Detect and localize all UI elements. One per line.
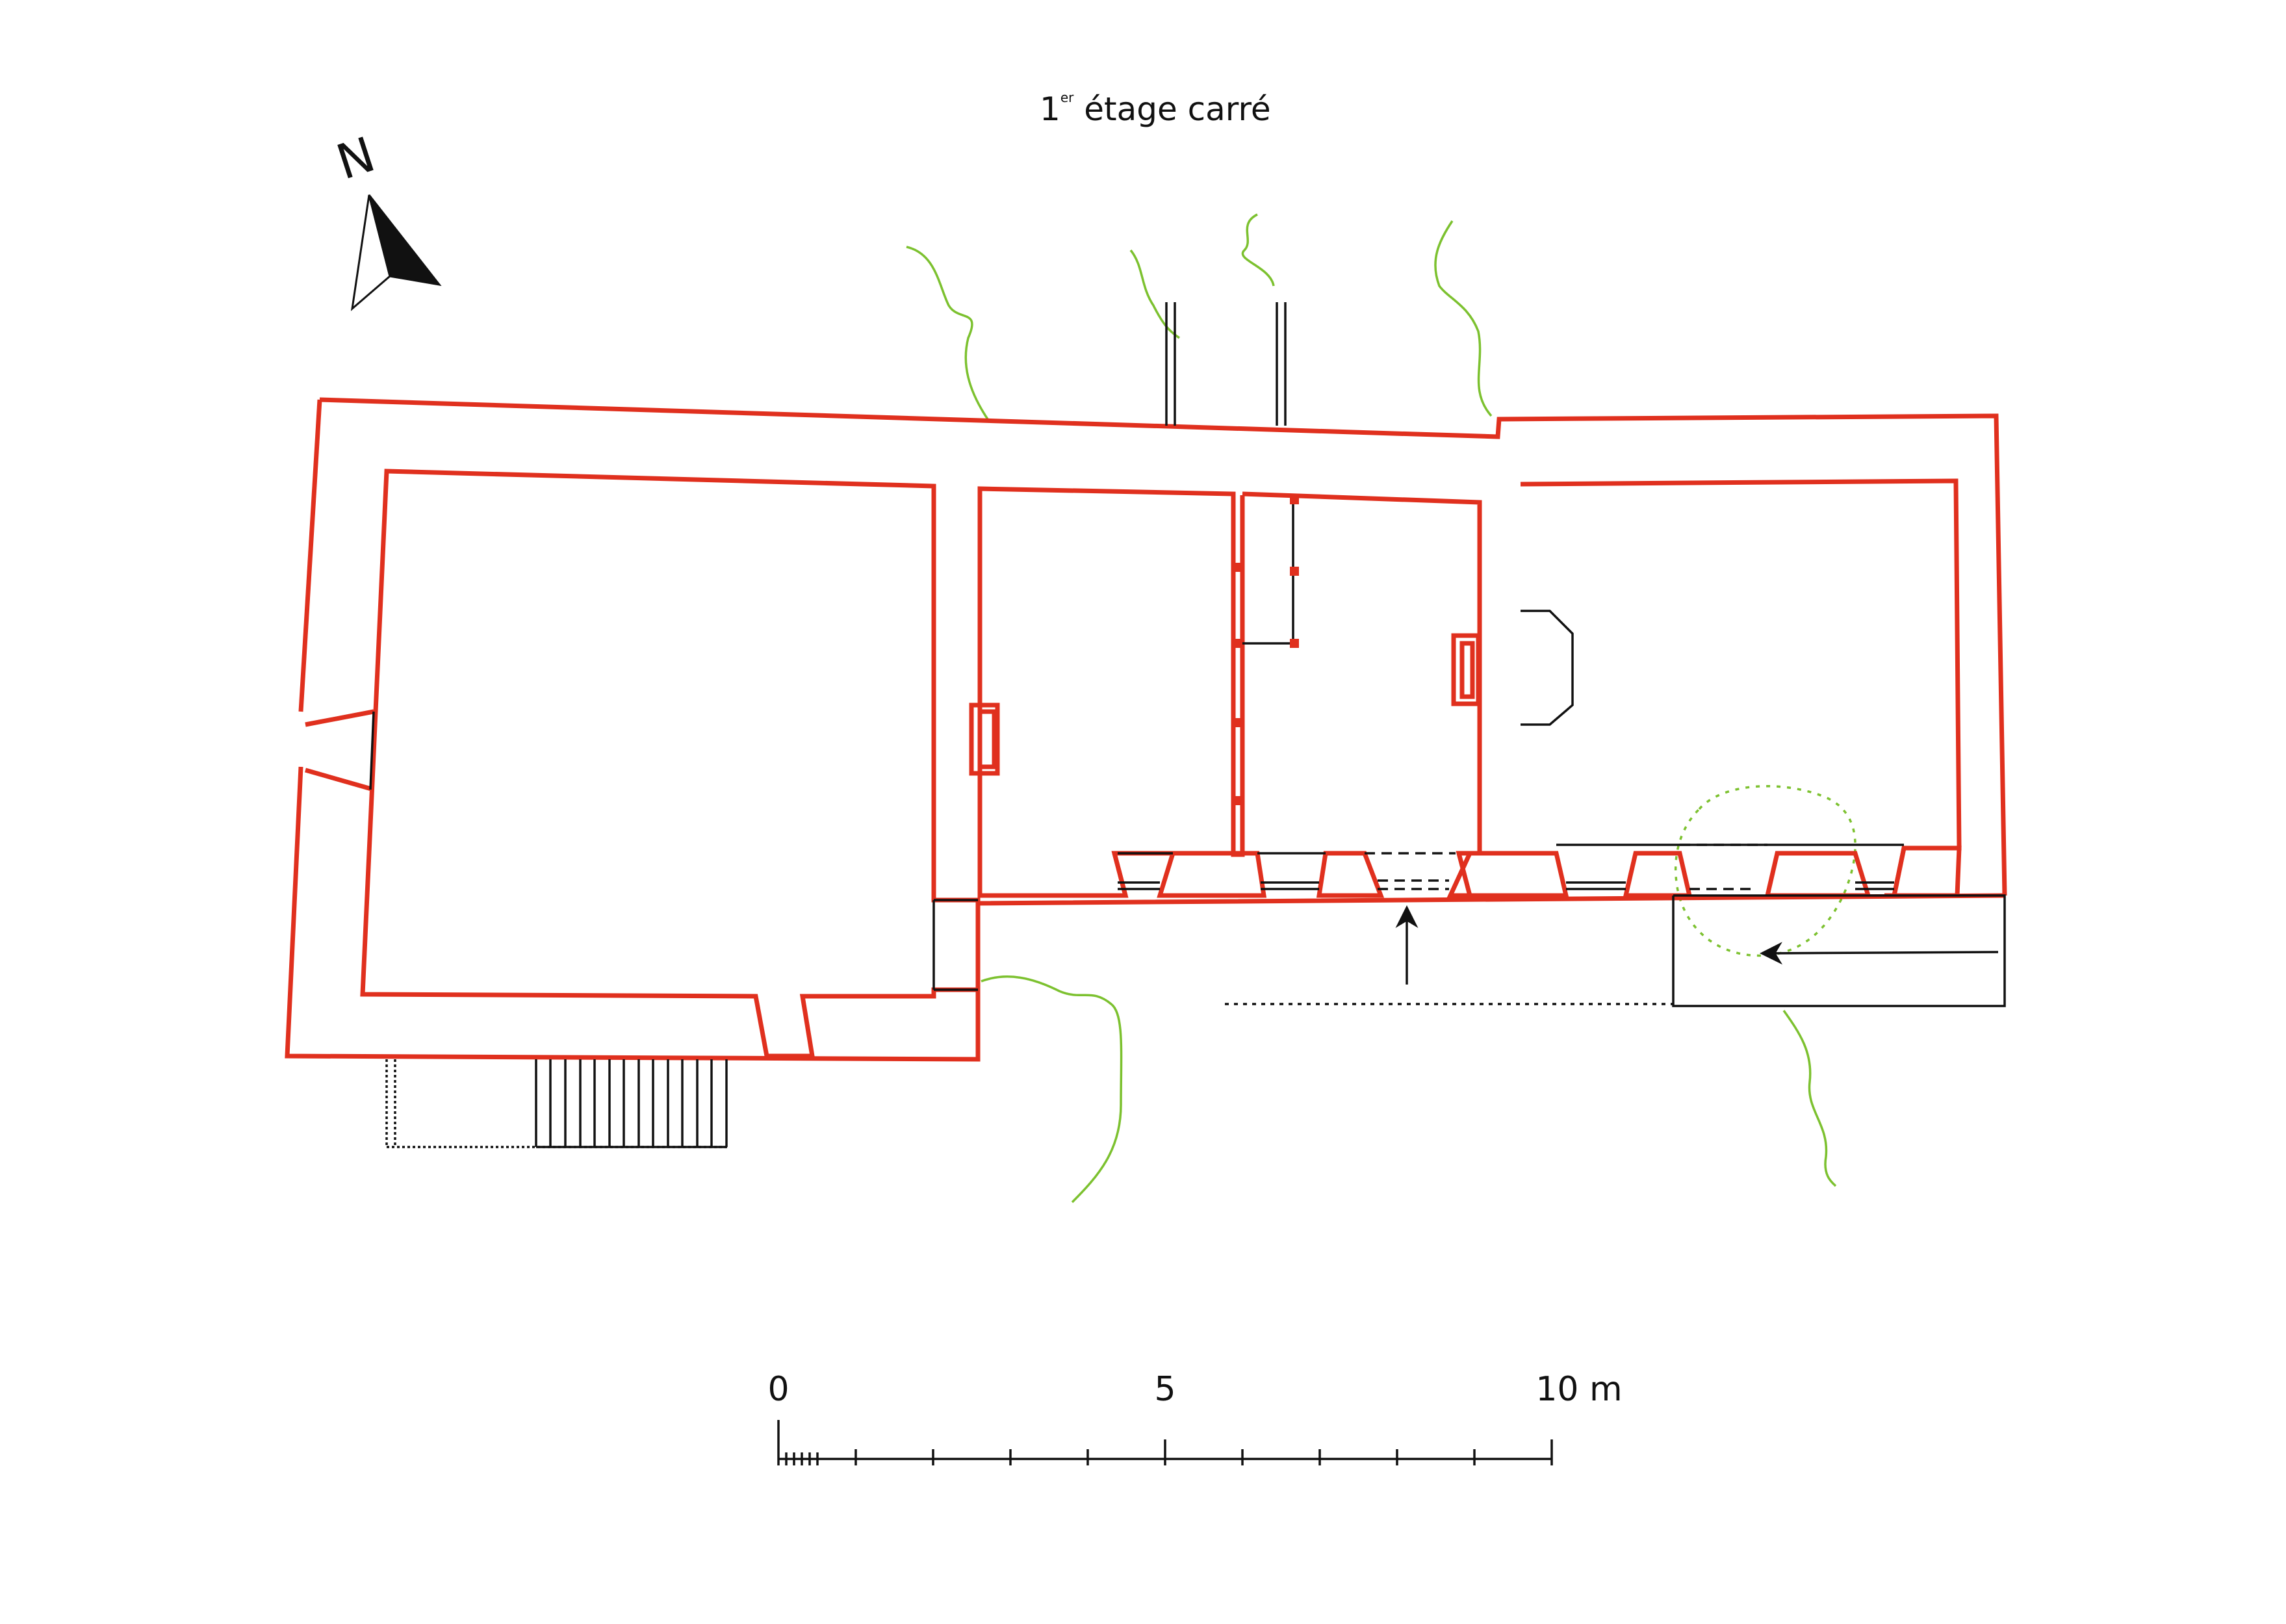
north-label: N — [330, 127, 381, 191]
scale-label-10m: 10 m — [1535, 1370, 1622, 1409]
scale-label-0: 0 — [767, 1370, 789, 1409]
room-center-west — [977, 486, 1236, 898]
scale-bar: 0 5 10 m — [767, 1370, 1623, 1465]
exterior-stair — [385, 1059, 728, 1148]
east-landing — [1672, 894, 2006, 1007]
north-arrow-icon: N — [330, 127, 442, 311]
vegetation — [906, 213, 1856, 1204]
room-west — [360, 469, 981, 1059]
chimney-flues — [1165, 302, 1287, 426]
passage-west — [932, 899, 978, 991]
west-window — [305, 709, 374, 792]
light-partition — [1233, 495, 1299, 805]
room-center-east — [1242, 491, 1482, 898]
scale-label-5: 5 — [1154, 1370, 1175, 1409]
exterior-walls — [285, 397, 2007, 1062]
west-window-line — [369, 711, 375, 790]
room-east — [1520, 478, 1962, 898]
fireplace-east — [1521, 610, 1574, 726]
niches — [969, 633, 1481, 776]
plan-title: 1er étage carré — [1040, 90, 1271, 128]
access-arrow-icon — [1760, 942, 1999, 965]
gallery-dashed — [1225, 844, 1767, 1005]
window-glazing — [1118, 844, 1904, 890]
